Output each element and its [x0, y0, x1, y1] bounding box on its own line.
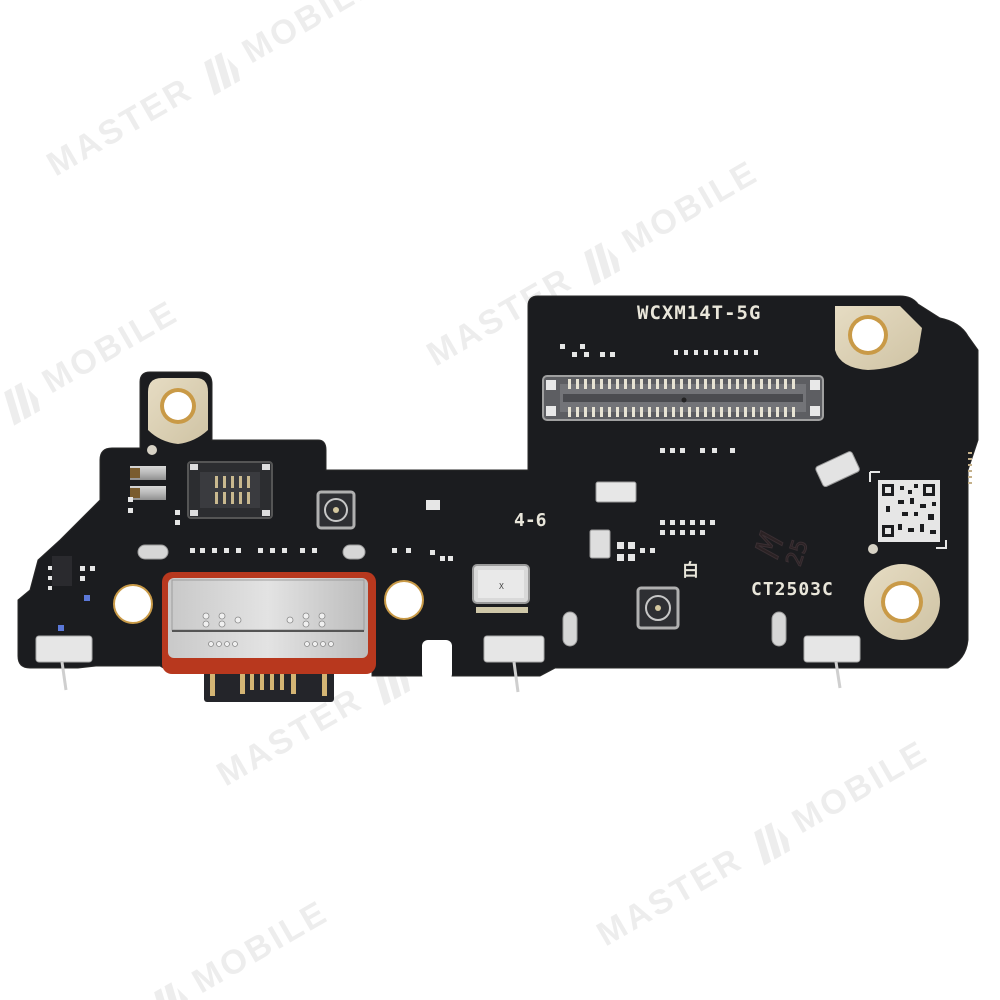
board-model-label: WCXM14T-5G	[637, 302, 761, 324]
antenna-coax-connector-2	[636, 586, 680, 630]
handwritten-number: 25	[782, 537, 814, 570]
mounting-hole-top-right	[835, 306, 922, 370]
color-mark-label: 白	[682, 560, 699, 581]
board-to-board-connector	[542, 375, 824, 421]
antenna-coax-connector-1	[316, 490, 356, 530]
svg-text:X: X	[499, 582, 504, 591]
qr-code	[869, 471, 947, 549]
variant-label: 4-6	[514, 510, 547, 531]
microphone: X	[472, 564, 530, 613]
spring-contacts	[35, 635, 861, 693]
hole-left	[113, 584, 153, 624]
metal-contacts	[130, 466, 166, 500]
revision-code-label: CT2503C	[751, 579, 834, 600]
mounting-hole-bottom-right	[864, 544, 940, 640]
mounting-hole-top-left	[147, 378, 208, 455]
hole-middle	[384, 580, 424, 620]
small-btb-connector	[187, 461, 273, 519]
usb-c-port	[162, 572, 376, 702]
